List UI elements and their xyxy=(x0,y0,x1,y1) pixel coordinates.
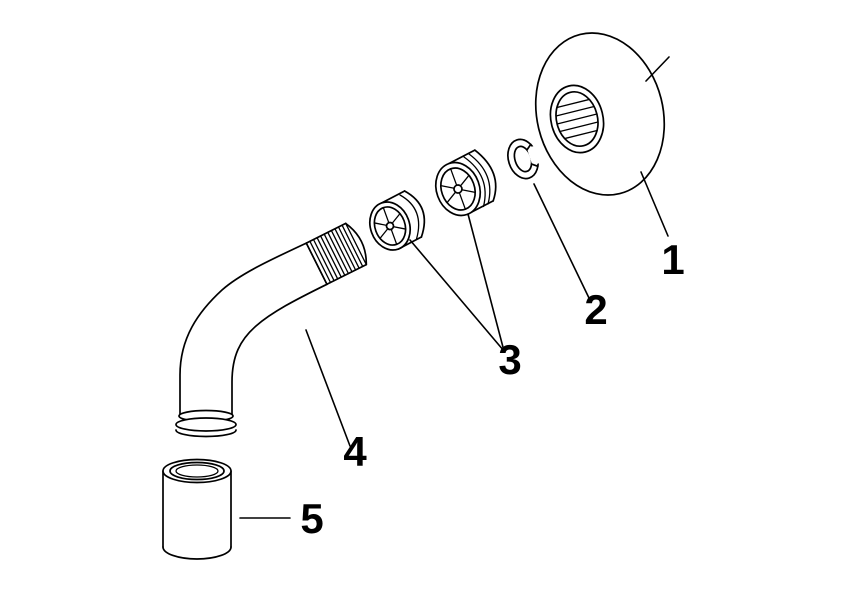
spout-arm-drawing xyxy=(175,222,368,438)
c-clip-drawing xyxy=(507,138,548,180)
callout-4: 4 xyxy=(343,428,367,475)
sleeve-drawing xyxy=(162,458,232,560)
bushing-front-drawing xyxy=(369,190,426,251)
leader-2 xyxy=(533,183,590,299)
leader-3a xyxy=(409,239,505,352)
callout-labels: 1 2 3 4 5 xyxy=(300,236,684,542)
callout-5: 5 xyxy=(300,495,323,542)
leader-3b xyxy=(467,213,505,352)
callout-2: 2 xyxy=(584,286,607,333)
escutcheon-flange-drawing xyxy=(534,32,670,196)
callout-3: 3 xyxy=(498,336,521,383)
callout-1: 1 xyxy=(661,236,684,283)
leader-4 xyxy=(305,329,351,447)
bushing-rear-drawing xyxy=(434,149,497,217)
leader-lines xyxy=(239,171,669,519)
leader-1 xyxy=(640,171,669,237)
thread-lines xyxy=(305,222,367,285)
tick-mark xyxy=(645,56,670,82)
